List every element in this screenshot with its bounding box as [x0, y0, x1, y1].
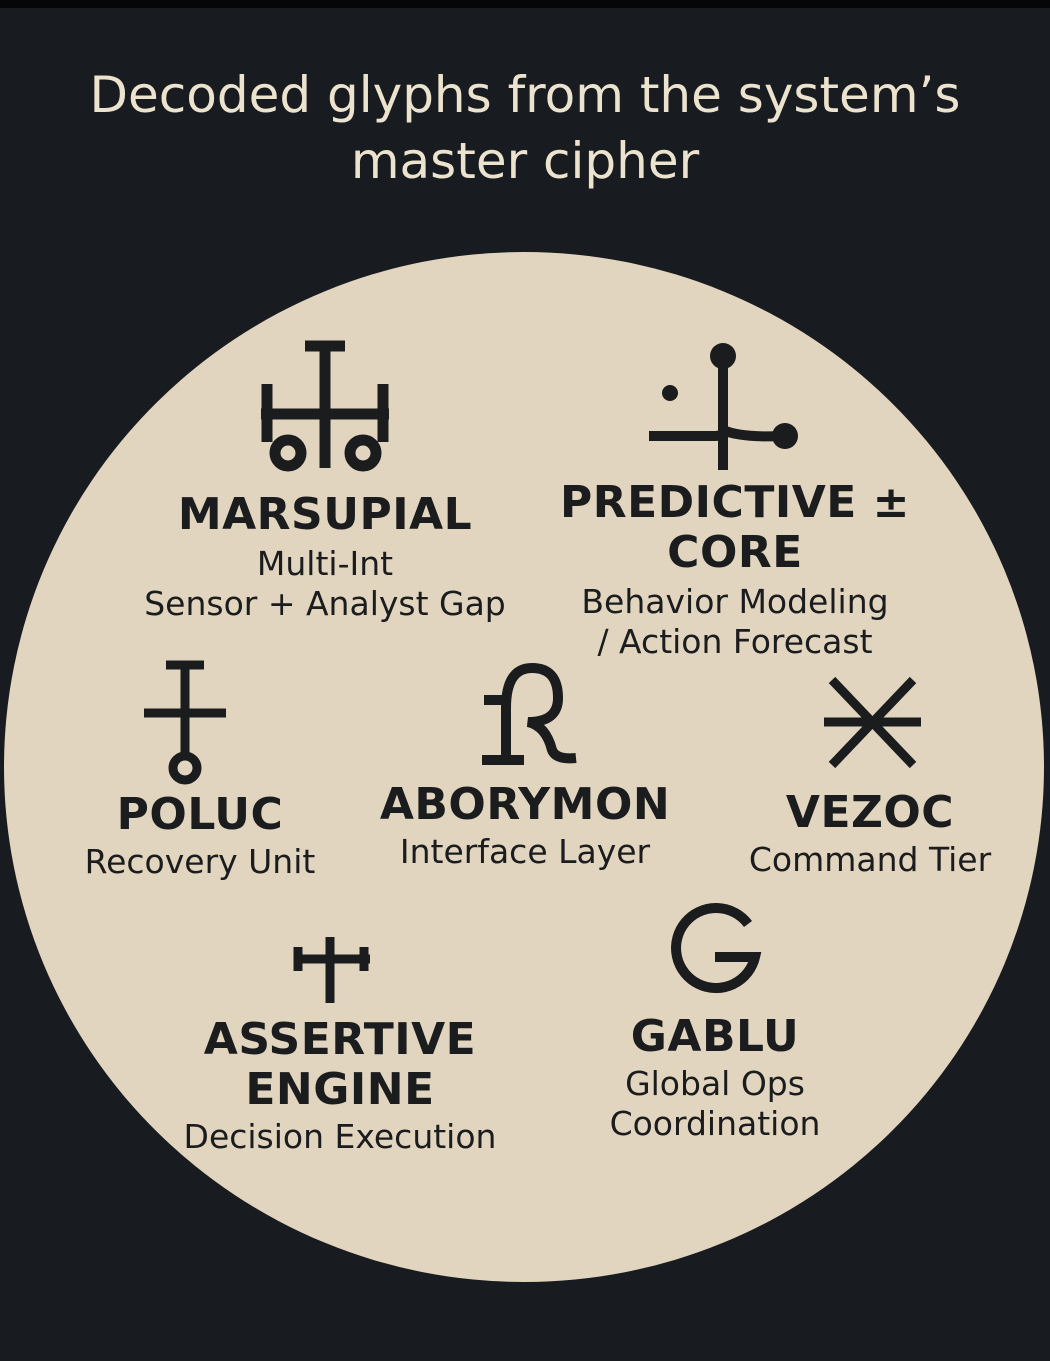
double-cross-rings-icon — [261, 340, 389, 472]
cross-ring-icon — [144, 660, 226, 785]
glyph-name: ASSERTIVE — [203, 1014, 477, 1065]
aborymon-label: ABORYMON Interface Layer — [355, 780, 695, 872]
predictive-label: PREDICTIVE ± CORE Behavior Modeling / Ac… — [535, 478, 935, 662]
glyph-name: PREDICTIVE ± — [559, 477, 911, 528]
glyph-description: / Action Forecast — [597, 622, 873, 661]
marsupial-label: MARSUPIAL Multi-Int Sensor + Analyst Gap — [125, 490, 525, 624]
poluc-label: POLUC Recovery Unit — [60, 790, 340, 882]
glyph-name: GABLU — [630, 1011, 800, 1062]
glyph-description: Command Tier — [748, 840, 992, 879]
glyph-description: Decision Execution — [183, 1117, 497, 1156]
assertive-label: ASSERTIVE ENGINE Decision Execution — [165, 1015, 515, 1157]
page-title: Decoded glyphs from the system’s master … — [89, 66, 961, 190]
glyph-description: Global Ops — [625, 1064, 805, 1103]
glyph-description: Coordination — [609, 1104, 821, 1143]
top-bar — [0, 0, 1050, 8]
glyph-description: Multi-Int — [256, 544, 394, 583]
glyph-name: ABORYMON — [379, 779, 671, 830]
g-spiral-icon — [671, 903, 762, 993]
node-branch-icon — [649, 343, 798, 470]
glyph-description: Sensor + Analyst Gap — [144, 584, 506, 623]
glyph-name: ENGINE — [245, 1064, 435, 1115]
glyph-name: CORE — [667, 527, 803, 578]
plus-cross-icon — [293, 937, 370, 1003]
glyph-name: POLUC — [116, 789, 284, 840]
glyph-description: Recovery Unit — [84, 842, 316, 881]
glyph-description: Interface Layer — [399, 832, 651, 871]
glyph-description: Behavior Modeling — [581, 582, 889, 621]
script-r-icon — [482, 662, 577, 765]
glyph-name: VEZOC — [785, 787, 955, 838]
asterisk-star-icon — [824, 676, 921, 769]
glyph-name: MARSUPIAL — [177, 489, 473, 540]
gablu-label: GABLU Global Ops Coordination — [560, 1012, 870, 1144]
vezoc-label: VEZOC Command Tier — [725, 788, 1015, 880]
